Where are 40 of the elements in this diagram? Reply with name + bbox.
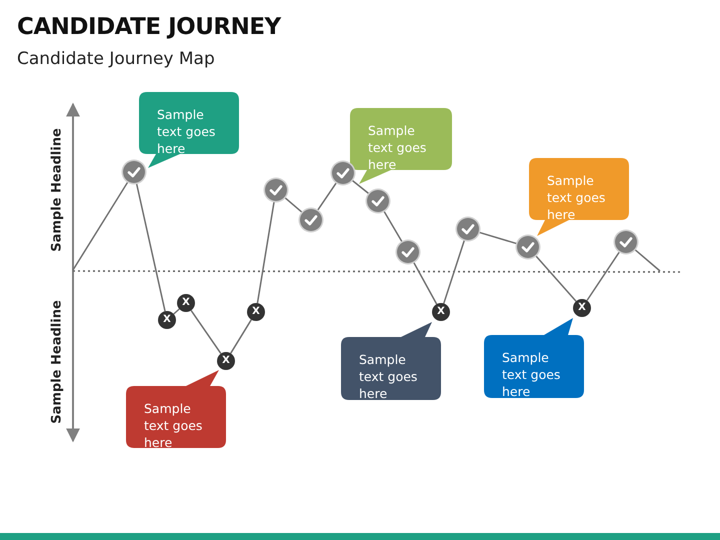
connector-line	[412, 261, 438, 304]
connector-line	[256, 200, 275, 304]
check-icon	[517, 236, 539, 258]
bubble-text: Sample text goes here	[368, 122, 428, 173]
connector-line	[284, 196, 304, 214]
connector-line	[72, 180, 129, 270]
x-marker: X	[432, 303, 450, 321]
axis-label: Sample Headline	[50, 128, 64, 252]
title: CANDIDATE JOURNEY	[17, 14, 281, 40]
check-icon	[300, 209, 322, 231]
x-marker: X	[177, 294, 195, 312]
bubble-text: Sample text goes here	[157, 106, 216, 157]
connector-line	[534, 254, 577, 302]
check-icon	[397, 241, 419, 263]
check-icon	[457, 218, 479, 240]
connector-line	[478, 231, 518, 245]
connector-line	[351, 179, 370, 195]
x-marker: X	[573, 299, 591, 317]
bubble-text: Sample text goes here	[502, 349, 562, 400]
x-marker: X	[217, 352, 235, 370]
connector-line	[586, 250, 621, 301]
connector-line	[136, 182, 166, 312]
bubble-text: Sample text goes here	[359, 351, 418, 402]
connector-line	[443, 239, 466, 304]
x-marker: X	[247, 303, 265, 321]
check-icon	[615, 231, 637, 253]
connector-line	[634, 248, 660, 272]
bubble-text: Sample text goes here	[144, 400, 204, 451]
axis-label: Sample Headline	[50, 300, 64, 424]
check-icon	[265, 179, 287, 201]
connector-line	[190, 310, 222, 354]
subtitle: Candidate Journey Map	[17, 49, 215, 69]
check-icon	[367, 190, 389, 212]
check-icon	[123, 161, 145, 183]
connector-line	[316, 182, 338, 212]
bubble-text: Sample text goes here	[547, 172, 606, 223]
check-icon	[332, 162, 354, 184]
x-marker: X	[158, 311, 176, 329]
connector-line	[230, 319, 252, 354]
connector-line	[382, 210, 404, 243]
